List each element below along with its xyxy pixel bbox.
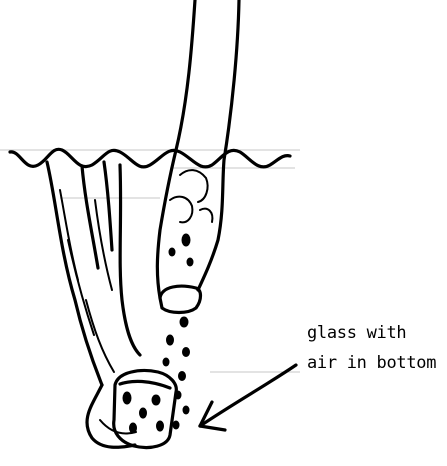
glass [114, 371, 177, 448]
water-surface-line [10, 149, 290, 167]
pointer-arrow [200, 365, 296, 430]
annotation-line-1: glass with [307, 318, 436, 348]
scan-artifacts [0, 150, 300, 372]
hand-holding-glass [47, 162, 140, 447]
annotation-label: glass with air in bottom [307, 318, 436, 378]
annotation-line-2: air in bottom [307, 348, 436, 378]
upper-hand [157, 0, 239, 313]
air-bubbles [163, 317, 190, 429]
